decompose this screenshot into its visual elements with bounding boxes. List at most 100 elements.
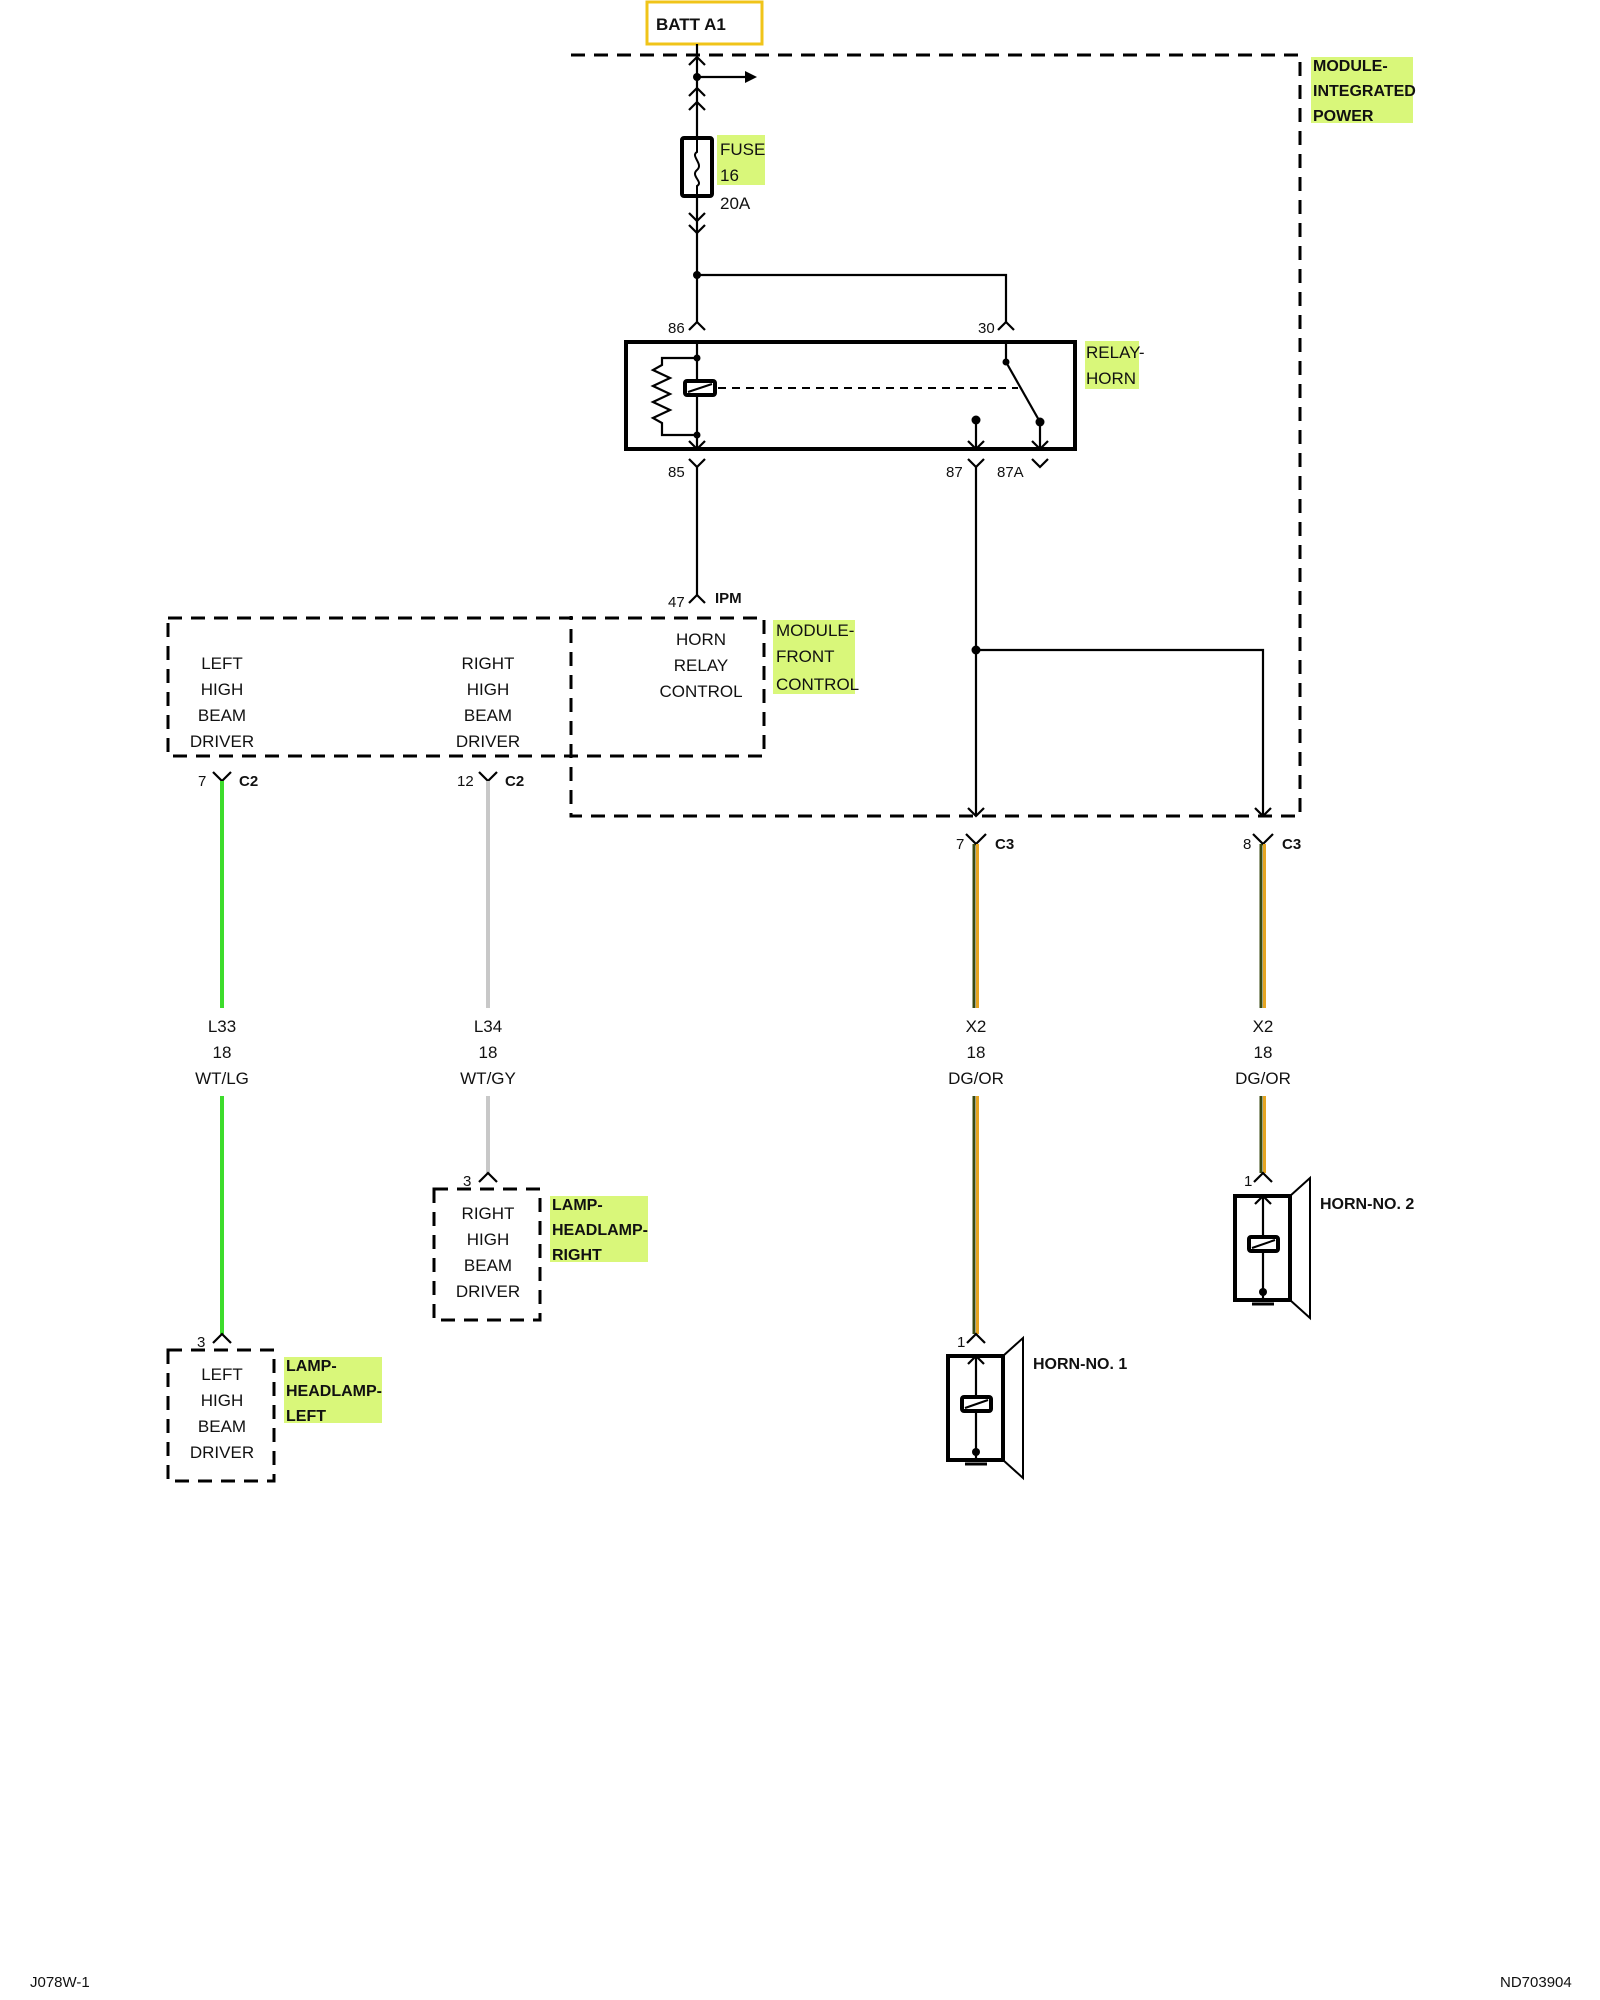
svg-text:WT/GY: WT/GY bbox=[460, 1069, 516, 1088]
svg-text:DRIVER: DRIVER bbox=[190, 732, 254, 751]
footer-right-code: ND703904 bbox=[1500, 1974, 1572, 1991]
svg-text:C2: C2 bbox=[239, 773, 258, 790]
relay-bottom-pins: 85 87 87A bbox=[668, 458, 1049, 481]
svg-text:7: 7 bbox=[198, 773, 206, 790]
lamp-headlamp-right: 3 RIGHT HIGH BEAM DRIVER LAMP- HEADLAMP-… bbox=[432, 1171, 648, 1322]
fcm-right-high-beam-driver: RIGHT HIGH BEAM DRIVER bbox=[456, 654, 520, 751]
svg-text:MODULE-: MODULE- bbox=[776, 621, 854, 640]
fuse-rating: 20A bbox=[720, 194, 751, 213]
relay-pin-87a: 87A bbox=[997, 464, 1024, 481]
fcm-module-title: MODULE- FRONT CONTROL bbox=[773, 620, 859, 694]
relay-pin-87: 87 bbox=[946, 464, 963, 481]
svg-text:CONTROL: CONTROL bbox=[659, 682, 742, 701]
svg-text:18: 18 bbox=[967, 1043, 986, 1062]
svg-text:BEAM: BEAM bbox=[464, 706, 512, 725]
wire-x2-horn1 bbox=[972, 844, 979, 1334]
svg-text:BEAM: BEAM bbox=[464, 1256, 512, 1275]
svg-text:DRIVER: DRIVER bbox=[456, 732, 520, 751]
wire-label-x2-horn1: X2 18 DG/OR bbox=[948, 1017, 1004, 1088]
svg-text:POWER: POWER bbox=[1313, 108, 1374, 125]
svg-text:8: 8 bbox=[1243, 836, 1251, 853]
horn-relay-control-wire: 47 IPM bbox=[668, 467, 742, 611]
svg-text:HIGH: HIGH bbox=[201, 1391, 244, 1410]
relay-feed-wires: 86 30 bbox=[668, 240, 1015, 337]
horn1-pin: 1 bbox=[957, 1334, 965, 1351]
fcm-left-connector: 7 C2 bbox=[198, 771, 258, 790]
svg-text:RELAY: RELAY bbox=[674, 656, 729, 675]
svg-text:C3: C3 bbox=[1282, 836, 1301, 853]
svg-text:WT/LG: WT/LG bbox=[195, 1069, 249, 1088]
relay-title-2: HORN bbox=[1086, 369, 1136, 388]
svg-text:DRIVER: DRIVER bbox=[190, 1443, 254, 1462]
horn2-bell-icon bbox=[1289, 1175, 1311, 1321]
svg-text:FRONT: FRONT bbox=[776, 647, 835, 666]
svg-text:HEADLAMP-: HEADLAMP- bbox=[286, 1383, 382, 1400]
svg-text:12: 12 bbox=[457, 773, 474, 790]
svg-text:RIGHT: RIGHT bbox=[552, 1247, 602, 1264]
wire-x2-horn2 bbox=[1259, 844, 1266, 1173]
svg-text:BEAM: BEAM bbox=[198, 1417, 246, 1436]
wire-label-l33: L33 18 WT/LG bbox=[195, 1017, 249, 1088]
svg-text:LAMP-: LAMP- bbox=[552, 1197, 603, 1214]
svg-text:INTEGRATED: INTEGRATED bbox=[1313, 83, 1416, 100]
horn-output-wires bbox=[967, 467, 1272, 818]
horn1-bell-icon bbox=[1002, 1335, 1024, 1481]
svg-text:DG/OR: DG/OR bbox=[1235, 1069, 1291, 1088]
feed-continues-arrow-icon bbox=[745, 71, 757, 83]
fcm-horn-relay-control: HORN RELAY CONTROL bbox=[659, 630, 742, 701]
relay-title-1: RELAY- bbox=[1086, 343, 1145, 362]
horn-no-2: 1 HORN-NO. 2 bbox=[1233, 1171, 1414, 1321]
svg-text:CONTROL: CONTROL bbox=[776, 675, 859, 694]
svg-text:LEFT: LEFT bbox=[286, 1408, 326, 1425]
ipm-module-title: MODULE- INTEGRATED POWER bbox=[1311, 57, 1416, 125]
svg-text:BEAM: BEAM bbox=[198, 706, 246, 725]
svg-text:7: 7 bbox=[956, 836, 964, 853]
battery-source: BATT A1 bbox=[645, 0, 764, 46]
horn2-pin: 1 bbox=[1244, 1173, 1252, 1190]
svg-text:HIGH: HIGH bbox=[467, 1230, 510, 1249]
relay-switch-contact-icon bbox=[1005, 361, 1041, 423]
relay-pin-30: 30 bbox=[978, 320, 995, 337]
wire-label-x2-horn2: X2 18 DG/OR bbox=[1235, 1017, 1291, 1088]
svg-text:X2: X2 bbox=[966, 1017, 987, 1036]
ipm-connector-label: IPM bbox=[715, 590, 742, 607]
fuse-name: FUSE bbox=[720, 140, 765, 159]
svg-text:18: 18 bbox=[479, 1043, 498, 1062]
fcm-left-high-beam-driver: LEFT HIGH BEAM DRIVER bbox=[190, 654, 254, 751]
lamp-headlamp-left: 3 LEFT HIGH BEAM DRIVER LAMP- HEADLAMP- … bbox=[166, 1332, 382, 1483]
batt-feed-wire bbox=[688, 44, 757, 111]
lamp-right-pin: 3 bbox=[463, 1173, 471, 1190]
wire-label-l34: L34 18 WT/GY bbox=[460, 1017, 516, 1088]
horn-relay: RELAY- HORN bbox=[624, 340, 1145, 451]
relay-pin-86: 86 bbox=[668, 320, 685, 337]
ipm-horn1-connector: 7 C3 bbox=[956, 833, 1014, 853]
svg-text:X2: X2 bbox=[1253, 1017, 1274, 1036]
svg-text:DRIVER: DRIVER bbox=[456, 1282, 520, 1301]
svg-text:MODULE-: MODULE- bbox=[1313, 58, 1388, 75]
svg-text:HIGH: HIGH bbox=[201, 680, 244, 699]
fuse-number: 16 bbox=[720, 166, 739, 185]
horn2-title: HORN-NO. 2 bbox=[1320, 1196, 1414, 1213]
ipm-module-outline bbox=[569, 53, 1302, 818]
svg-text:18: 18 bbox=[213, 1043, 232, 1062]
svg-text:L34: L34 bbox=[474, 1017, 502, 1036]
svg-text:L33: L33 bbox=[208, 1017, 236, 1036]
svg-text:LEFT: LEFT bbox=[201, 1365, 243, 1384]
svg-text:HORN: HORN bbox=[676, 630, 726, 649]
relay-pin-85: 85 bbox=[668, 464, 685, 481]
svg-text:LAMP-: LAMP- bbox=[286, 1358, 337, 1375]
svg-text:RIGHT: RIGHT bbox=[462, 654, 515, 673]
svg-text:DG/OR: DG/OR bbox=[948, 1069, 1004, 1088]
fuse-16: FUSE 16 20A bbox=[680, 110, 765, 240]
horn1-title: HORN-NO. 1 bbox=[1033, 1356, 1127, 1373]
svg-text:HIGH: HIGH bbox=[467, 680, 510, 699]
ipm-pin-47: 47 bbox=[668, 594, 685, 611]
footer-left-code: J078W-1 bbox=[30, 1974, 90, 1991]
svg-text:C2: C2 bbox=[505, 773, 524, 790]
ipm-horn2-connector: 8 C3 bbox=[1243, 833, 1301, 853]
lamp-left-pin: 3 bbox=[197, 1334, 205, 1351]
svg-text:RIGHT: RIGHT bbox=[462, 1204, 515, 1223]
fcm-right-connector: 12 C2 bbox=[457, 771, 524, 790]
svg-text:LEFT: LEFT bbox=[201, 654, 243, 673]
